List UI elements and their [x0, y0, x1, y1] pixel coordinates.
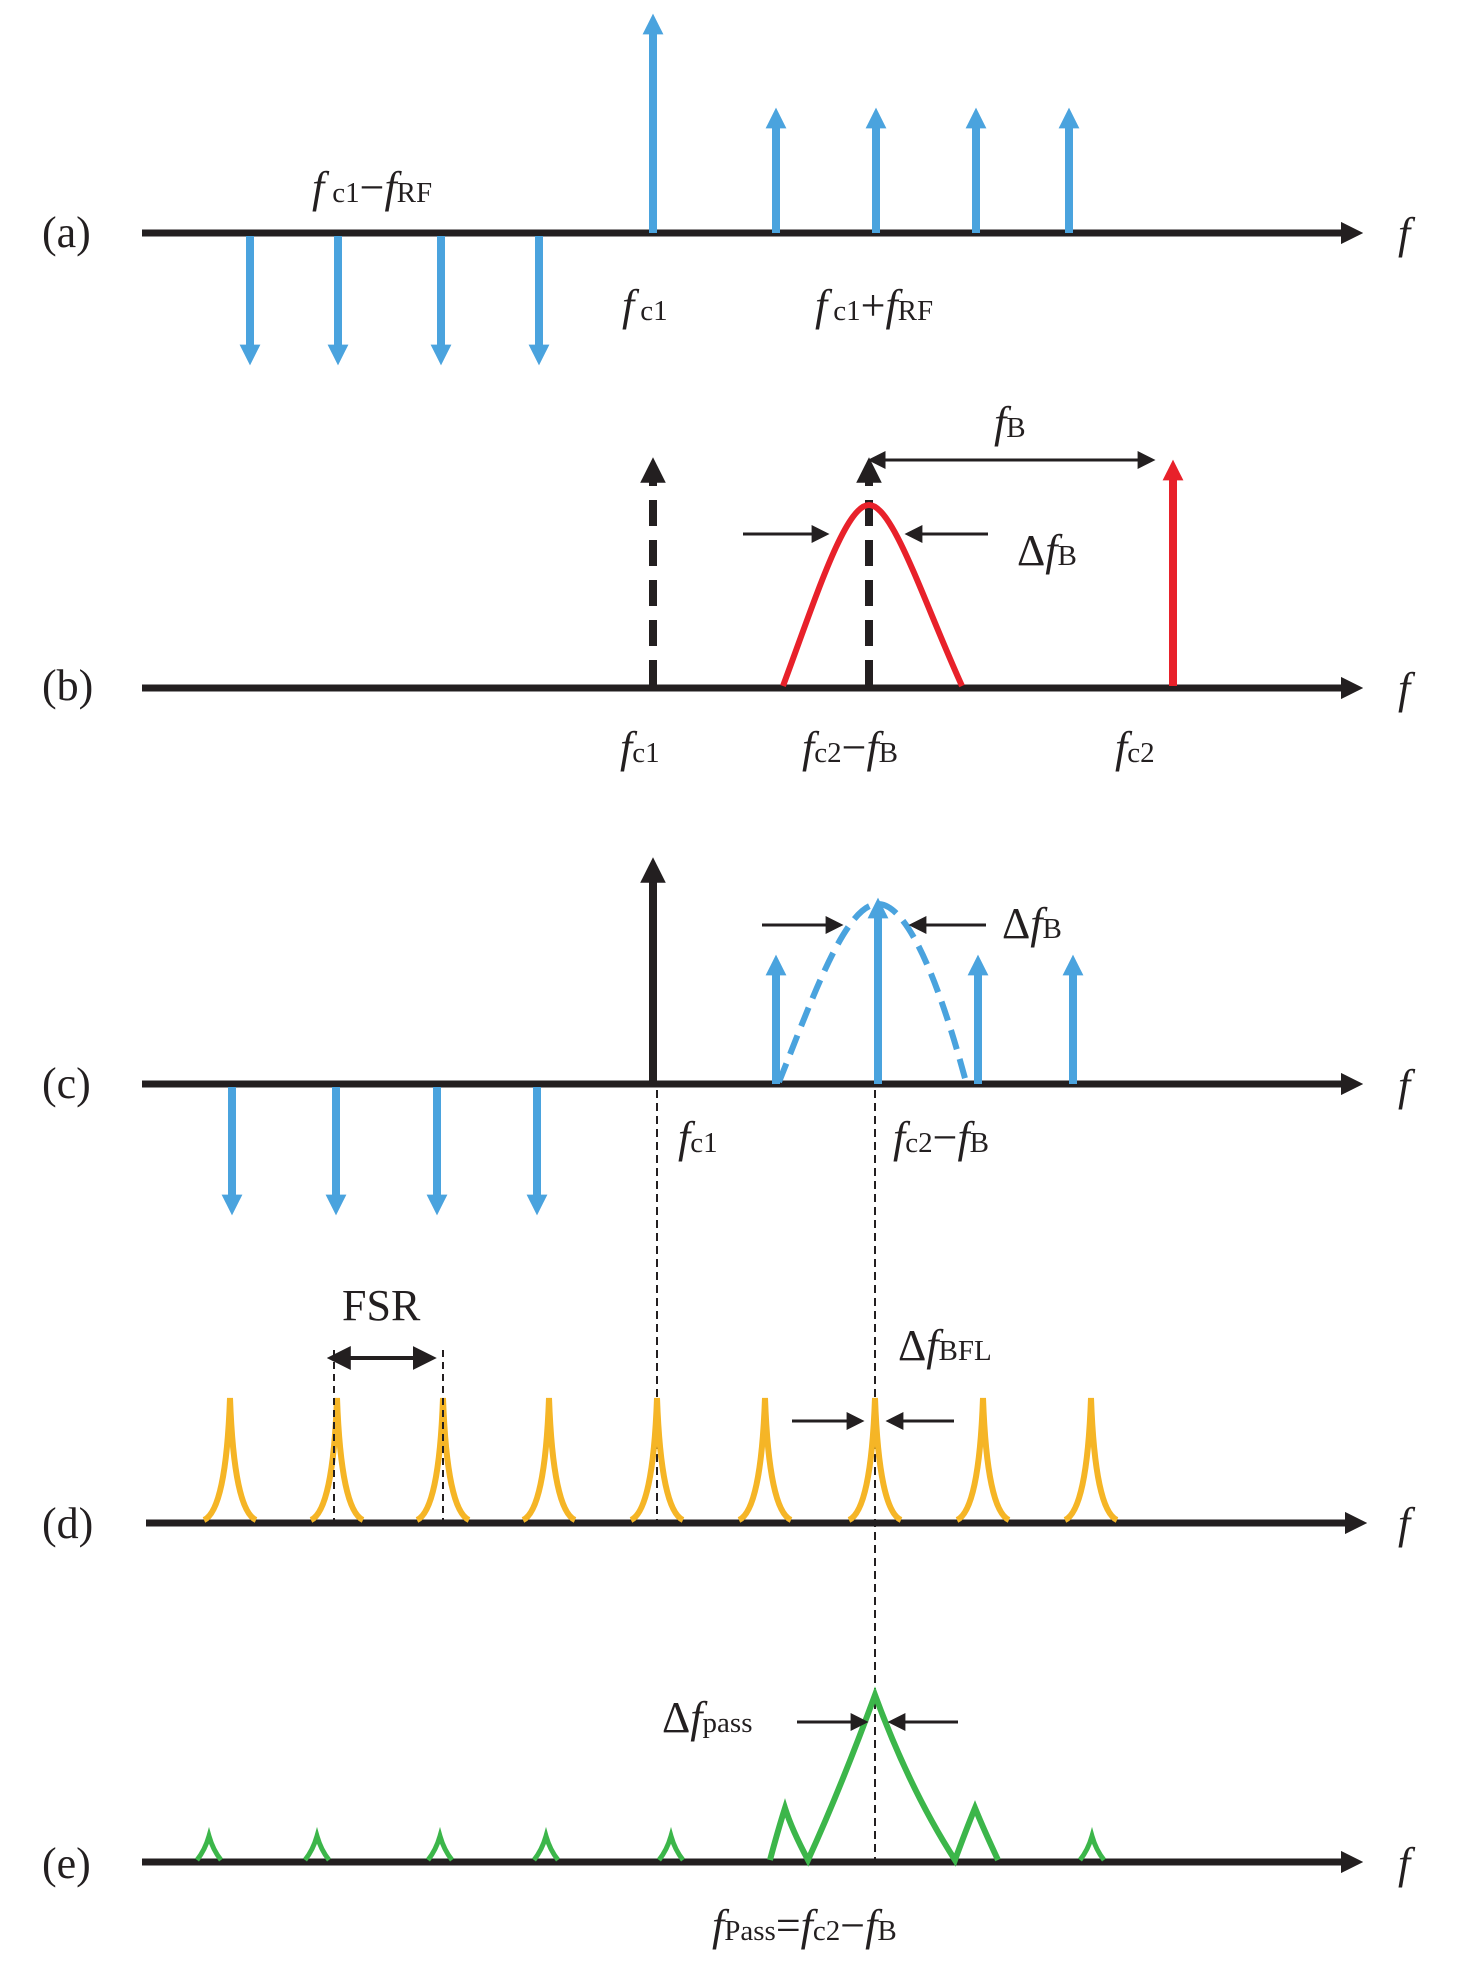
panel-e-fpass-label: fPass=fc2−fB: [712, 1901, 897, 1950]
panel-d-comb-peak-9: [1063, 1397, 1119, 1523]
panel-d-tag: (d): [42, 1499, 93, 1548]
panel-e-residual-peak-4: [532, 1826, 560, 1862]
panel-d-comb-peak-1: [202, 1397, 258, 1523]
panel-b-axis-symbol: f: [1398, 664, 1416, 713]
panel-d-comb: [202, 1397, 1119, 1523]
panel-d-comb-peak-7: [847, 1397, 903, 1523]
panel-b-tag: (b): [42, 661, 93, 710]
panel-b-fc1-label: fc1: [620, 723, 660, 772]
panel-a-tag: (a): [42, 208, 91, 257]
panel-d-comb-peak-8: [955, 1397, 1011, 1523]
panel-e-response: [195, 1686, 1106, 1867]
panel-d-axis-symbol: f: [1398, 1499, 1416, 1548]
panel-d: (d) f FSR ΔfBFL: [42, 1281, 1416, 1548]
panel-e-dfpass-label: Δfpass: [662, 1693, 752, 1742]
panel-e-tag: (e): [42, 1839, 91, 1888]
panel-e-residual-peak-5: [657, 1826, 685, 1862]
panel-d-comb-peak-5: [629, 1397, 685, 1523]
panel-e-residual-peak-1: [195, 1826, 223, 1862]
panel-c-fc1-label: fc1: [678, 1113, 718, 1162]
panel-d-comb-peak-2: [309, 1397, 365, 1523]
panel-c-axis-symbol: f: [1398, 1061, 1416, 1110]
panel-c-dfB-label: ΔfB: [1002, 899, 1062, 948]
panel-c-gain-curve-dashed: [776, 900, 969, 1084]
panel-c: (c) f ΔfB fc1 fc2−fB: [42, 857, 1416, 1216]
panel-d-comb-peak-6: [737, 1397, 793, 1523]
panel-b: (b) f fB ΔfB fc1 fc2−fB fc2: [42, 398, 1416, 772]
panel-d-dfBFL-label: ΔfBFL: [898, 1321, 992, 1370]
panel-e-residual-peak-3: [426, 1826, 454, 1862]
panel-d-comb-peak-4: [521, 1397, 577, 1523]
panel-b-dfB-label: ΔfB: [1017, 526, 1077, 575]
panel-e-axis-symbol: f: [1398, 1839, 1416, 1888]
panel-e: (e) f Δfpass fPass=fc2−fB: [42, 1686, 1416, 1950]
panel-b-stokes-label: fc2−fB: [802, 723, 898, 772]
panel-c-tag: (c): [42, 1059, 91, 1108]
panel-e-residual-peak-2: [303, 1826, 331, 1862]
panel-b-fB-label: fB: [994, 398, 1026, 447]
panel-e-passband-peak: [767, 1686, 1001, 1867]
panel-a-axis-symbol: f: [1398, 209, 1416, 258]
panel-b-brillouin-gain-curve: [780, 501, 965, 688]
panel-e-residual-peak-6: [1078, 1826, 1106, 1862]
panel-c-stokes-label: fc2−fB: [893, 1113, 989, 1162]
panel-b-fc2-label: fc2: [1115, 723, 1155, 772]
panel-d-fsr-label: FSR: [342, 1281, 421, 1330]
